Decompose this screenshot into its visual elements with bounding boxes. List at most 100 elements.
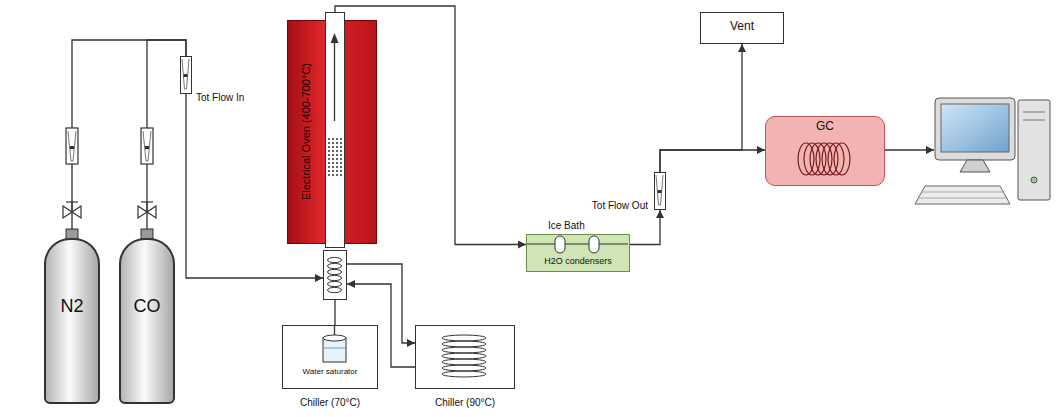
monitor-stand xyxy=(960,160,990,172)
keyboard xyxy=(915,186,1010,204)
valve-half xyxy=(138,206,147,218)
flowmeter xyxy=(180,56,192,94)
rotameter-taper xyxy=(143,131,151,161)
valve-symbol xyxy=(138,202,156,218)
valve-handle xyxy=(141,201,153,202)
oven-label: Electrical Oven (400-700°C) xyxy=(300,63,313,200)
coil-turn xyxy=(328,263,342,268)
chiller-label: Chiller (70°C) xyxy=(268,397,392,409)
coil-turn xyxy=(328,269,342,274)
catalyst-bed xyxy=(327,137,343,177)
coil-turn xyxy=(442,371,486,377)
chiller-label: Chiller (90°C) xyxy=(405,397,525,409)
rotameter-float xyxy=(145,146,149,149)
electrical-oven: Electrical Oven (400-700°C) xyxy=(287,12,377,302)
computer-tower xyxy=(1018,100,1050,200)
valve-symbol xyxy=(63,202,81,218)
coil-turn xyxy=(442,347,486,353)
water-saturator xyxy=(283,326,376,366)
keyboard-keys xyxy=(919,192,1006,198)
bath-caption: H2O condensers xyxy=(526,256,630,266)
pipe-connector xyxy=(334,300,335,325)
rotameter-body xyxy=(141,128,153,164)
water-level xyxy=(324,348,345,349)
coil-turn xyxy=(442,353,486,359)
arrow-head xyxy=(331,33,339,43)
coil-turn xyxy=(442,365,486,371)
chiller-unit: Water saturatorChiller (70°C) xyxy=(282,325,378,413)
valve-half xyxy=(72,206,81,218)
monitor-bezel xyxy=(935,98,1015,160)
vessel-label: Water saturator xyxy=(282,367,378,376)
computer-illustration xyxy=(915,98,1050,204)
rotameter-body xyxy=(66,128,78,164)
flowmeter-float xyxy=(658,190,662,193)
bath-label: Ice Bath xyxy=(548,220,585,232)
edge-group xyxy=(72,6,765,367)
ice-bath-box xyxy=(526,234,630,272)
taper-line xyxy=(182,59,189,89)
flowmeter xyxy=(654,172,666,210)
coil-turn xyxy=(328,287,342,292)
preheater xyxy=(323,250,347,300)
flow-arrow xyxy=(326,13,343,133)
key-row xyxy=(919,198,1006,199)
valve-half xyxy=(147,206,156,218)
ice-bath: Ice BathH2O condensers xyxy=(526,220,630,272)
flowmeter-taper xyxy=(181,57,190,92)
gas-label: CO xyxy=(121,296,173,317)
saturator-lid xyxy=(323,335,346,341)
box-label: Vent xyxy=(701,20,783,34)
flow-label: Tot Flow In xyxy=(196,92,244,104)
key-row xyxy=(922,192,1003,193)
pipe-connector xyxy=(660,44,742,172)
monitor-screen xyxy=(941,104,1009,152)
vent-box: Vent xyxy=(700,12,784,44)
rotameter-symbol xyxy=(66,128,78,164)
taper-line xyxy=(656,175,663,205)
text-frame: Electrical Oven (400-700°C) xyxy=(289,20,323,244)
coil-turn xyxy=(442,335,486,341)
chiller-box xyxy=(282,325,378,389)
coil-turn xyxy=(442,359,486,365)
coil-turn xyxy=(442,341,486,347)
condenser-pipe xyxy=(527,243,628,244)
condenser-trap xyxy=(555,236,565,253)
pipe-connector xyxy=(660,150,765,172)
flowmeter-float xyxy=(184,74,188,77)
valve-stem xyxy=(71,202,72,212)
flowmeter-unit: Tot Flow In xyxy=(180,56,252,108)
cooling-coil xyxy=(416,326,513,386)
chiller-unit: Chiller (90°C) xyxy=(415,325,515,413)
gas-cylinder: CO xyxy=(119,238,175,404)
pipe-connector xyxy=(72,40,186,238)
gc-column xyxy=(796,137,853,181)
drive-slot xyxy=(1023,112,1045,113)
gc-label: GC xyxy=(766,120,884,134)
gas-cylinder: N2 xyxy=(44,238,100,404)
rotameter-symbol xyxy=(141,128,153,164)
pipe-connector xyxy=(630,210,660,245)
flowmeter-taper xyxy=(655,173,664,208)
coil-turn xyxy=(328,257,342,262)
arrow-shaft xyxy=(334,41,335,121)
reactor-tube xyxy=(325,12,345,248)
rotameter-float xyxy=(70,146,74,149)
coil-turn xyxy=(328,275,342,280)
valve-half xyxy=(63,206,72,218)
column-turn xyxy=(834,143,850,175)
condenser-trap xyxy=(589,236,599,253)
valve-stem xyxy=(146,202,147,212)
gas-chromatograph: GC xyxy=(765,116,885,186)
saturator-vessel xyxy=(323,338,346,362)
drive-slot xyxy=(1023,120,1045,121)
valve-handle xyxy=(66,201,78,202)
preheater-coil xyxy=(324,251,345,298)
chiller-box xyxy=(415,325,515,389)
coil-turn xyxy=(328,281,342,286)
signal-line xyxy=(885,149,934,150)
flowmeter-unit: Tot Flow Out xyxy=(585,172,668,216)
power-button xyxy=(1031,177,1037,183)
gas-label: N2 xyxy=(46,296,98,317)
